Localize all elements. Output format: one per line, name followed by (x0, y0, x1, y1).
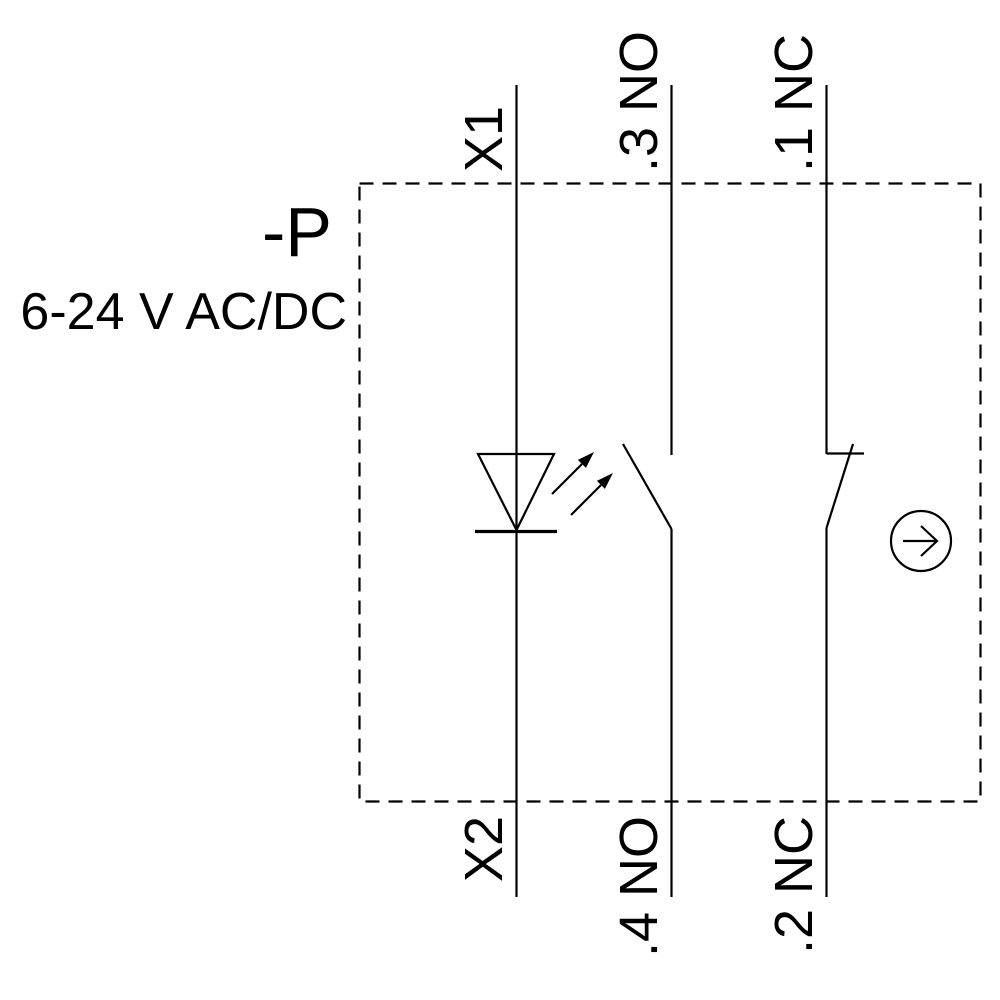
schematic-linework (358, 85, 982, 897)
actuator-circle (889, 509, 953, 573)
terminal-label-4no: .4 NO (609, 816, 669, 958)
device-boundary (358, 182, 982, 803)
light-arrow-head (577, 452, 594, 468)
terminal-label-3no: .3 NO (609, 30, 669, 172)
led-icon (475, 452, 557, 534)
device-designation-label: -P (262, 193, 332, 271)
no-contact-symbol (622, 85, 673, 897)
no-moving-contact (622, 443, 673, 530)
terminal-label-1nc: .1 NC (764, 33, 824, 172)
terminal-label-2nc: .2 NC (764, 816, 824, 955)
light-arrow-shaft (551, 463, 583, 495)
light-emission-arrows-icon (551, 452, 613, 516)
actuator-direction-icon (889, 509, 953, 573)
terminal-label-x1: X1 (454, 105, 514, 172)
actuator-arrow-head (920, 525, 939, 557)
nc-moving-contact (825, 443, 855, 529)
light-arrow-head (596, 473, 613, 489)
lamp-circuit (475, 85, 613, 897)
nc-contact-symbol (825, 85, 864, 897)
led-triangle (476, 452, 556, 533)
terminal-label-x2: X2 (454, 816, 514, 883)
light-arrow-shaft (570, 484, 602, 516)
voltage-rating-label: 6-24 V AC/DC (20, 283, 347, 341)
